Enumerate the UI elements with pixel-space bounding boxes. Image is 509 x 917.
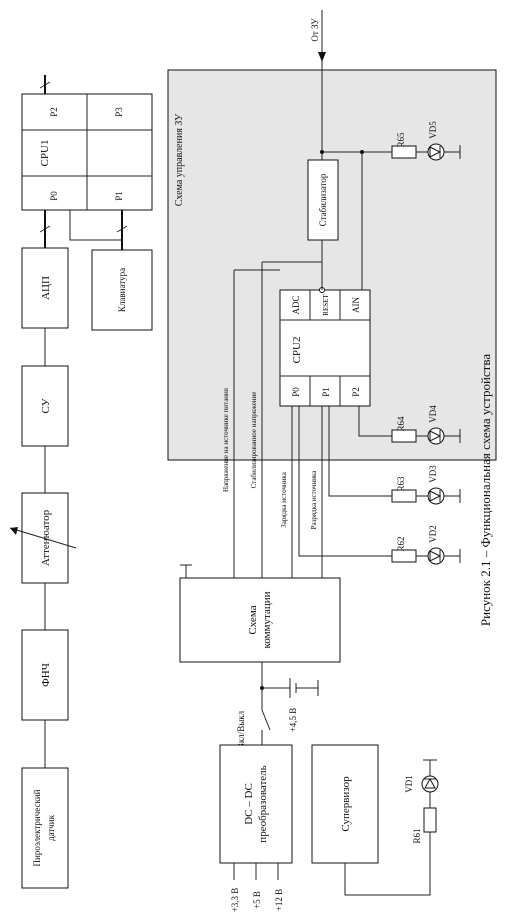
- svg-text:ADC: ADC: [291, 295, 301, 314]
- cpu1-block: CPU1 P0 P1 P2 P3: [21, 93, 153, 211]
- attenuator-block: Аттенюатор: [9, 492, 77, 584]
- stabilizer-block: Стабилизатор: [307, 159, 339, 241]
- svg-text:СУ: СУ: [40, 398, 52, 413]
- vd2-label: VD2: [428, 525, 438, 543]
- svg-text:Стабилизатор: Стабилизатор: [318, 173, 328, 226]
- cpu2-block: ADC RESET AIN CPU2 P0 P1 P2: [279, 289, 371, 407]
- signal-charging: Зарядка источника: [280, 471, 288, 527]
- svg-text:Схема: Схема: [247, 605, 259, 634]
- vd4-led-icon: [427, 427, 445, 445]
- signal-supply-voltage: Напряжение на источнике питания: [222, 387, 230, 492]
- svg-text:Вкл/Выкл: Вкл/Выкл: [236, 710, 246, 749]
- keyboard-block: Клавиатура: [91, 249, 153, 331]
- svg-text:CPU1: CPU1: [39, 140, 51, 167]
- vd3-label: VD3: [428, 465, 438, 483]
- lowpass-filter-block: ФНЧ: [21, 629, 69, 721]
- svg-text:АЦП: АЦП: [40, 276, 52, 300]
- vd5-led-icon: [427, 143, 445, 161]
- dcdc-converter-block: DC – DC преобразователь: [219, 744, 293, 864]
- svg-text:AIN: AIN: [351, 297, 361, 313]
- vd1-led-icon: [421, 775, 439, 793]
- svg-text:коммутации: коммутации: [261, 591, 273, 648]
- vd2-led-icon: [427, 547, 445, 565]
- signal-discharging: Разрядка источника: [310, 470, 318, 530]
- svg-text:Клавиатура: Клавиатура: [117, 268, 127, 312]
- signal-stabilized-voltage: Стабилизированное напряжение: [250, 392, 258, 489]
- svg-text:DC – DC: DC – DC: [243, 783, 255, 825]
- svg-text:RESET: RESET: [322, 294, 330, 316]
- svg-text:Схема управления ЗУ: Схема управления ЗУ: [174, 113, 185, 206]
- r64-label: R64: [396, 416, 406, 432]
- switch-circuit-block: Схема коммутации: [179, 577, 341, 663]
- svg-text:P2: P2: [351, 387, 361, 397]
- r63-label: R63: [396, 476, 406, 492]
- r62-label: R62: [396, 536, 406, 551]
- svg-text:P0: P0: [291, 387, 301, 397]
- battery-label: +4,5 В: [288, 708, 298, 733]
- svg-text:P1: P1: [321, 387, 331, 397]
- output-5v: +5 В: [252, 891, 262, 909]
- r61-label: R61: [412, 828, 422, 843]
- vd1-label: VD1: [404, 775, 414, 793]
- output-12v: +12 В: [274, 889, 284, 911]
- vd4-label: VD4: [428, 405, 438, 423]
- power-switch: Вкл/Выкл: [236, 709, 271, 749]
- supervisor-block: Супервизор: [311, 744, 379, 864]
- svg-text:преобразователь: преобразователь: [257, 765, 269, 842]
- adc-block: АЦП: [21, 247, 69, 329]
- svg-text:P0: P0: [49, 191, 59, 201]
- from-charger-label: От ЗУ: [310, 18, 320, 42]
- svg-text:Аттенюатор: Аттенюатор: [40, 509, 52, 566]
- svg-text:CPU2: CPU2: [291, 337, 303, 364]
- svg-text:ФНЧ: ФНЧ: [40, 663, 52, 687]
- svg-text:Пироэлектрический: Пироэлектрический: [32, 789, 42, 866]
- pyro-sensor-block: Пироэлектрический датчик: [21, 767, 69, 889]
- vd3-led-icon: [427, 487, 445, 505]
- vd5-label: VD5: [428, 121, 438, 139]
- output-3v3: +3,3 В: [230, 888, 240, 913]
- svg-text:Супервизор: Супервизор: [340, 776, 352, 832]
- svg-text:P3: P3: [114, 107, 124, 117]
- svg-text:P2: P2: [49, 107, 59, 117]
- r65-label: R65: [396, 132, 406, 148]
- figure-caption: Рисунок 2.1 – Функциональная схема устро…: [478, 354, 493, 626]
- svg-text:датчик: датчик: [46, 814, 56, 841]
- svg-text:P1: P1: [114, 191, 124, 201]
